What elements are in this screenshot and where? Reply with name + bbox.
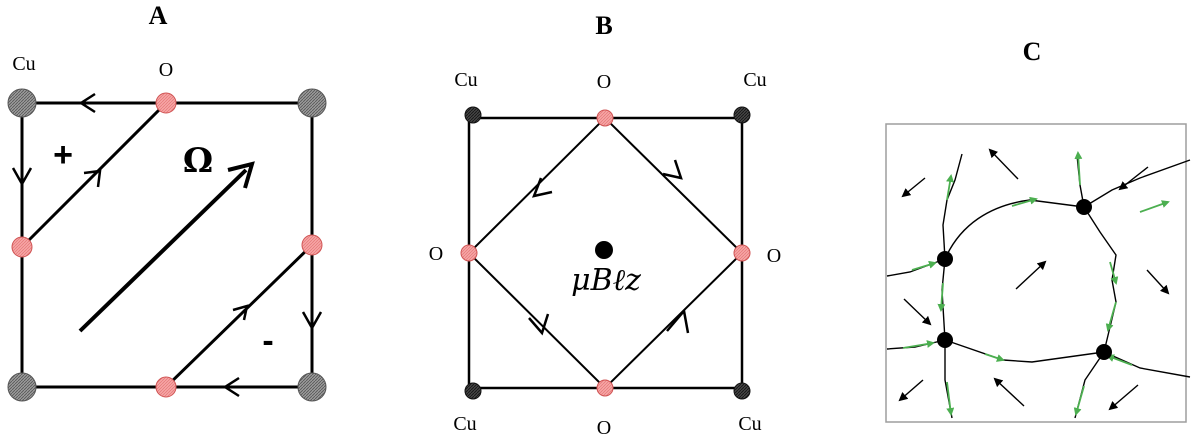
flow-arrow [1139, 200, 1170, 213]
loop-arrowheads [11, 92, 323, 398]
vortex-node [937, 251, 953, 267]
flow-arrow [911, 260, 937, 271]
panel-a-title: A [149, 1, 168, 30]
flow-arrow [984, 353, 1005, 362]
copper-atom [464, 106, 482, 124]
copper-atom [7, 372, 37, 402]
oxygen-atom [301, 234, 323, 256]
o-label: O [429, 243, 443, 265]
flow-arrow [1073, 385, 1085, 416]
flow-arrow [1106, 354, 1133, 366]
vortex-node [1076, 199, 1092, 215]
moment-arrow [1108, 384, 1139, 411]
vortex-node [937, 332, 953, 348]
copper-atom [7, 88, 37, 118]
o-label: O [597, 71, 611, 93]
cu-label: Cu [743, 69, 766, 91]
flow-arrow [1011, 196, 1038, 207]
domain-frame [885, 123, 1187, 423]
copper-atom [297, 372, 327, 402]
o-label: O [597, 417, 611, 439]
o-label: O [159, 59, 173, 81]
panel-c-title: C [1023, 37, 1042, 66]
panel-b: B Cu O Cu O O Cu O Cu μBℓz [429, 11, 781, 439]
flow-arrow [1074, 151, 1083, 186]
flow-arrow [1109, 261, 1119, 285]
moment-arrow [898, 379, 924, 402]
cu-label: Cu [453, 413, 476, 435]
loop-arrowheads [528, 159, 690, 336]
moment-arrow [988, 148, 1019, 180]
moment-arrow [901, 177, 926, 198]
oxygen-atom [733, 244, 751, 262]
omega-symbol: Ω [183, 141, 213, 181]
plus-sign: + [53, 136, 73, 174]
copper-atom [733, 382, 751, 400]
moment-arrow [1146, 269, 1170, 295]
flow-arrow [902, 340, 935, 349]
domain-walls [886, 153, 1191, 419]
loop-minus-diagonal [164, 243, 314, 389]
moment-arrow [1015, 260, 1047, 290]
oxygen-atom [11, 236, 33, 258]
oxygen-atom [460, 244, 478, 262]
flow-arrow [937, 282, 946, 312]
flow-arrow [946, 174, 954, 201]
panel-a: A Cu O + - Ω [7, 1, 327, 402]
oxygen-atom [596, 109, 614, 127]
orbital-moment-label: μBℓz [571, 263, 641, 298]
cu-label: Cu [738, 413, 761, 435]
flow-arrows [902, 151, 1170, 416]
oxygen-atom [596, 379, 614, 397]
moment-arrows [898, 148, 1170, 411]
cu-label: Cu [12, 53, 35, 75]
vortex-node [1096, 344, 1112, 360]
orbital-moment-dot [595, 241, 613, 259]
moment-arrow [993, 377, 1025, 407]
panel-b-title: B [595, 11, 612, 40]
cu-label: Cu [454, 69, 477, 91]
omega-arrow-shaft [78, 168, 248, 333]
oxygen-atom [155, 92, 177, 114]
oxygen-atom [155, 376, 177, 398]
copper-atom [733, 106, 751, 124]
loop-plus-diagonal [20, 101, 168, 249]
copper-atom [464, 382, 482, 400]
flow-arrow [946, 381, 955, 416]
panel-c: C [885, 37, 1191, 423]
moment-arrow [903, 298, 932, 326]
flow-arrow [1105, 301, 1117, 332]
minus-sign: - [262, 322, 273, 360]
o-label: O [767, 245, 781, 267]
copper-atom [297, 88, 327, 118]
omega-arrow-head [227, 161, 255, 189]
moment-arrow [1118, 166, 1149, 191]
